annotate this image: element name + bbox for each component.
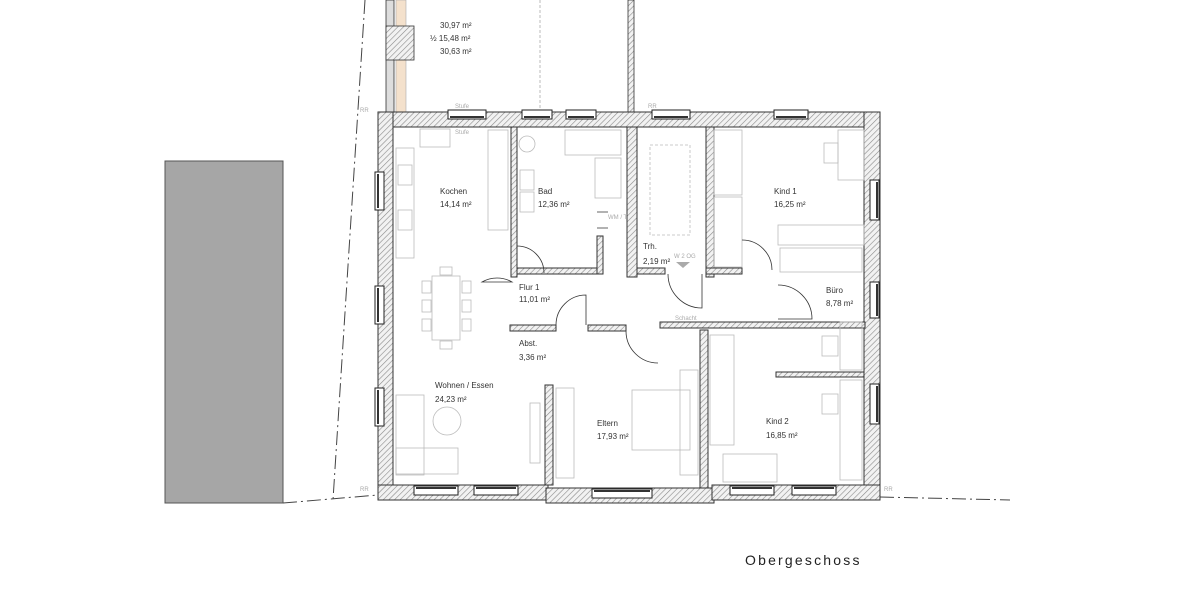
exterior-walls bbox=[377, 111, 881, 504]
furniture bbox=[395, 128, 865, 483]
stufe-label-inner: Stufe bbox=[455, 130, 470, 136]
wm-label: WM / T bbox=[608, 215, 628, 221]
loggia: 30,97 m² ½ 15,48 m² 30,63 m² bbox=[385, 0, 635, 113]
room-area-buero: 8,78 m² bbox=[826, 299, 853, 308]
rr-label-bottom-left: RR bbox=[360, 487, 369, 493]
annotations: Stufe Stufe WM / T W 2 OG Schacht RR RR … bbox=[360, 104, 893, 493]
loggia-area-half: ½ 15,48 m² bbox=[430, 34, 471, 43]
doors bbox=[480, 211, 813, 364]
room-name-eltern: Eltern bbox=[597, 419, 618, 428]
stair-direction-arrow-icon bbox=[676, 262, 690, 268]
room-name-kochen: Kochen bbox=[440, 187, 467, 196]
rr-label-top-left: RR bbox=[360, 108, 369, 114]
room-name-kind-1: Kind 1 bbox=[774, 187, 797, 196]
neighbor-building bbox=[164, 160, 284, 504]
room-area-abstellraum: 3,36 m² bbox=[519, 353, 546, 362]
interior-walls bbox=[509, 126, 866, 489]
room-name-kind-2: Kind 2 bbox=[766, 417, 789, 426]
room-name-treppenhaus: Trh. bbox=[643, 242, 657, 251]
room-area-eltern: 17,93 m² bbox=[597, 432, 629, 441]
room-name-flur-1: Flur 1 bbox=[519, 283, 540, 292]
room-area-bad: 12,36 m² bbox=[538, 200, 570, 209]
room-area-wohnen-essen: 24,23 m² bbox=[435, 395, 467, 404]
loggia-area-2: 30,63 m² bbox=[440, 47, 472, 56]
room-area-kochen: 14,14 m² bbox=[440, 200, 472, 209]
room-name-bad: Bad bbox=[538, 187, 552, 196]
room-name-buero: Büro bbox=[826, 286, 843, 295]
windows bbox=[374, 109, 880, 499]
room-name-wohnen-essen: Wohnen / Essen bbox=[435, 381, 494, 390]
rr-label-bottom-right: RR bbox=[884, 487, 893, 493]
room-area-treppenhaus: 2,19 m² bbox=[643, 257, 670, 266]
drawing-title: Obergeschoss bbox=[745, 552, 862, 568]
room-area-kind-1: 16,25 m² bbox=[774, 200, 806, 209]
schacht-label: Schacht bbox=[675, 316, 697, 322]
room-area-kind-2: 16,85 m² bbox=[766, 431, 798, 440]
room-area-flur-1: 11,01 m² bbox=[519, 295, 550, 304]
room-labels: Kochen 14,14 m² Bad 12,36 m² Trh. 2,19 m… bbox=[435, 187, 853, 441]
stair-note: W 2 OG bbox=[674, 254, 696, 260]
rr-label-top-right: RR bbox=[648, 104, 657, 110]
room-name-abstellraum: Abst. bbox=[519, 339, 537, 348]
property-line bbox=[282, 0, 1011, 504]
stufe-label-outer: Stufe bbox=[455, 104, 470, 110]
loggia-area-1: 30,97 m² bbox=[440, 21, 472, 30]
